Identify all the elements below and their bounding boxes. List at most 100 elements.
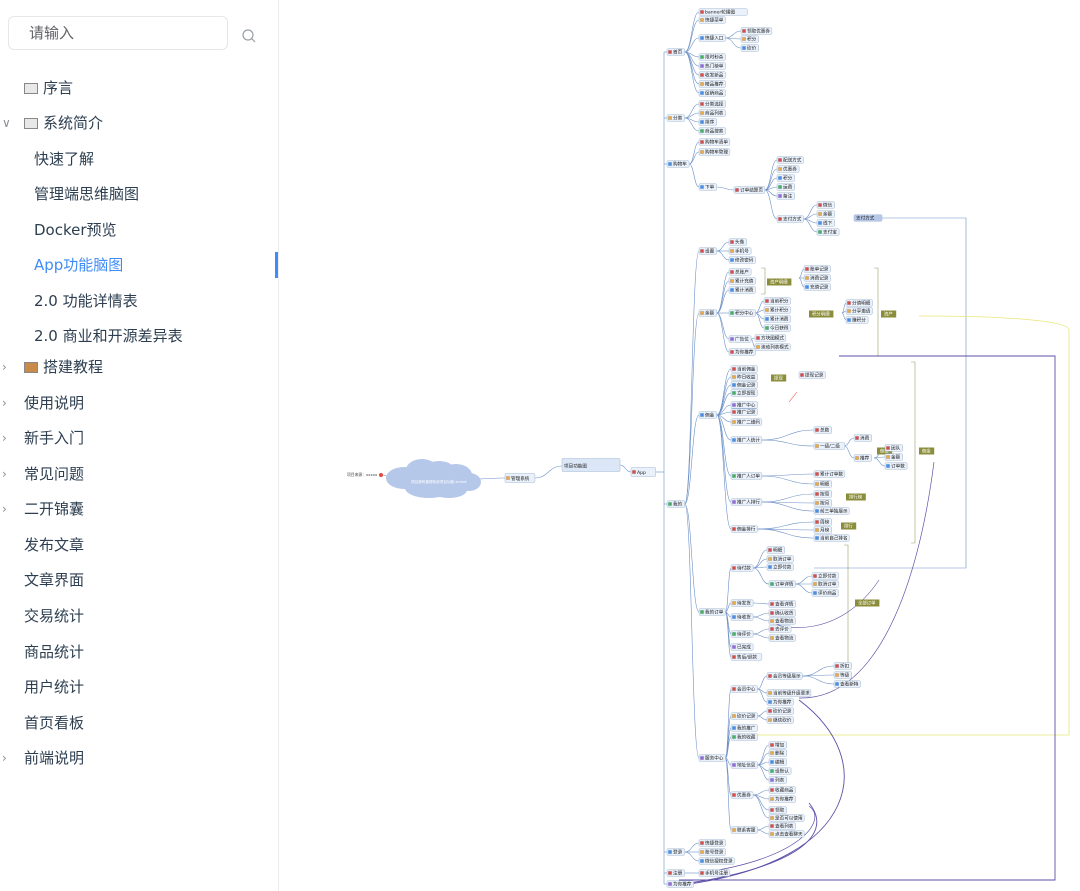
fav-item-1[interactable]: 为你推荐 (768, 795, 796, 803)
app-mindmap[interactable]: 项目来源：xxxxx项目源有管理系统项目功能.xmind管理系统项目功能图App… (279, 0, 1080, 891)
home-item-7[interactable]: 促销商品 (698, 89, 726, 97)
bargain-item-0[interactable]: 砍价记录 (766, 707, 794, 715)
commission-item-3[interactable]: 立即提现 (730, 389, 758, 397)
fav-item-0[interactable]: 收藏商品 (768, 786, 796, 794)
balance-item-1[interactable]: 累计充值 (728, 277, 756, 285)
sidebar-item-faq[interactable]: ›常见问题 (0, 460, 279, 488)
category-item-3[interactable]: 商品搜索 (698, 127, 726, 135)
node-register[interactable]: 注册 (666, 869, 685, 877)
vip-level-0[interactable]: 折扣 (833, 662, 852, 670)
commission-rank-2[interactable]: 当前自己排名 (813, 534, 850, 542)
points-right-2[interactable]: 赚积分 (845, 316, 869, 324)
order-recv-0[interactable]: 确认收货 (768, 609, 796, 617)
cloud-node[interactable]: 项目源有管理系统项目功能.xmind (386, 459, 481, 498)
home-entry-2[interactable]: 砍价 (740, 44, 759, 52)
order-detail[interactable]: 订单详情 (768, 580, 796, 588)
commission-rank-1[interactable]: 月榜 (813, 526, 832, 534)
service-item-5[interactable]: 优惠券 (730, 791, 754, 799)
service-item-4[interactable]: 地址信息 (730, 761, 758, 769)
order-eval-0[interactable]: 去评价 (768, 625, 792, 633)
sidebar-item-dev-tips[interactable]: ›二开锦囊 (0, 495, 279, 523)
order-pay-2[interactable]: 立即付款 (766, 563, 794, 571)
cart-order-item-0[interactable]: 配送方式 (776, 156, 804, 164)
order-recv-1[interactable]: 查看物流 (768, 617, 796, 625)
home-item-6[interactable]: 精品推荐 (698, 80, 726, 88)
points-item-0[interactable]: 当前积分 (763, 297, 791, 305)
balance-right-1[interactable]: 消费记录 (803, 274, 831, 282)
home-item-5[interactable]: 收发新品 (698, 71, 726, 79)
category-item-0[interactable]: 分类选择 (698, 100, 726, 108)
cart-item-1[interactable]: 购物车管理 (698, 148, 731, 156)
promoter-sort2-0[interactable]: 团队 (884, 444, 903, 452)
register-item-0[interactable]: 手机号注册 (698, 869, 731, 877)
search-input[interactable]: 请输入 (8, 16, 228, 50)
points-item-1[interactable]: 累计积分 (763, 306, 791, 314)
ads-item-1[interactable]: 滚动列表模式 (754, 343, 791, 351)
node-home[interactable]: 首页 (666, 48, 685, 56)
home-entry-1[interactable]: 积分 (740, 35, 759, 43)
commission-rank-0[interactable]: 周榜 (813, 518, 832, 526)
settings-item-1[interactable]: 手机号 (728, 247, 752, 255)
order-detail-item-0[interactable]: 立即付款 (811, 572, 839, 580)
home-entry-0[interactable]: 领取优惠券 (740, 27, 773, 35)
address-item-0[interactable]: 增加 (768, 741, 787, 749)
home-item-1[interactable]: 快捷菜单 (698, 16, 726, 24)
promoter-stat-0[interactable]: 总数 (813, 426, 832, 434)
commission-item-8[interactable]: 推广人订单 (730, 472, 763, 480)
address-item-4[interactable]: 列表 (768, 776, 787, 784)
commission-item-4[interactable]: 推广中心 (730, 401, 758, 409)
vip-level-1[interactable]: 等级 (833, 671, 852, 679)
withdraw-record[interactable]: 提现记录 (798, 371, 826, 379)
promoter-rank-1[interactable]: 按月 (813, 499, 832, 507)
sidebar-item-feature-table[interactable]: 2.0 功能详情表 (34, 287, 313, 315)
order-eval-1[interactable]: 查看物流 (768, 634, 796, 642)
node-mine[interactable]: 我的 (666, 500, 685, 508)
cart-order-node[interactable]: 订单结算页 (733, 186, 766, 194)
address-item-1[interactable]: 删除 (768, 749, 787, 757)
node-recommend[interactable]: 为你推荐 (666, 880, 694, 888)
login-item-2[interactable]: 微信授权登录 (698, 857, 735, 865)
promoter-sort-1[interactable]: 推荐 (853, 454, 872, 462)
node-cart[interactable]: 购物车 (666, 160, 690, 168)
balance-right-0[interactable]: 账单记录 (803, 265, 831, 273)
promoter-sort2-1[interactable]: 金额 (884, 453, 903, 461)
promoter-order-0[interactable]: 累计订单数 (813, 470, 846, 478)
pay-tag-node[interactable]: 支付方式 (853, 214, 883, 222)
sidebar-item-quick-start[interactable]: 快速了解 (34, 145, 313, 173)
mine-item-1[interactable]: 余额 (698, 309, 717, 317)
sidebar-item-publish-article[interactable]: 发布文章 (24, 531, 303, 559)
promoter-stat-1[interactable]: 一级/二级 (813, 442, 846, 450)
cart-item-2[interactable]: 下单 (698, 183, 717, 191)
category-item-2[interactable]: 排序 (698, 118, 717, 126)
cart-order-item-2[interactable]: 积分 (776, 174, 795, 182)
order-detail-item-1[interactable]: 取消订单 (811, 580, 839, 588)
login-item-1[interactable]: 账号登录 (698, 848, 726, 856)
commission-item-2[interactable]: 佣金记录 (730, 381, 758, 389)
sidebar-item-article-ui[interactable]: 文章界面 (24, 566, 303, 594)
service-item-3[interactable]: 我的收藏 (730, 733, 758, 741)
vip-item-0[interactable]: 会员等级展示 (766, 672, 803, 680)
mine-item-0[interactable]: 设置 (698, 247, 717, 255)
order-detail-item-2[interactable]: 评价商品 (811, 589, 839, 597)
service-chat-0[interactable]: 查看列表 (768, 822, 796, 830)
sidebar-item-commercial-diff[interactable]: 2.0 商业和开源差异表 (34, 322, 313, 350)
sidebar-item-setup[interactable]: › 搭建教程 (0, 353, 279, 381)
service-chat-1[interactable]: 点击查看聊天 (768, 830, 805, 838)
home-item-3[interactable]: 限时秒杀 (698, 53, 726, 61)
cart-item-0[interactable]: 购物车清单 (698, 138, 731, 146)
balance-item-2[interactable]: 累计消费 (728, 286, 756, 294)
promoter-sort2-2[interactable]: 订单数 (884, 462, 908, 470)
admin-node[interactable]: 管理系统 (504, 473, 536, 483)
sidebar-item-frontend[interactable]: ›前端说明 (0, 744, 279, 772)
home-item-2[interactable]: 快捷入口 (698, 34, 726, 42)
cart-order-item-1[interactable]: 优惠券 (776, 165, 800, 173)
node-category[interactable]: 分类 (666, 114, 685, 122)
settings-item-0[interactable]: 头像 (728, 238, 747, 246)
commission-item-6[interactable]: 推广二维码 (730, 418, 763, 426)
points-item-3[interactable]: 今日获得 (763, 324, 791, 332)
address-item-2[interactable]: 编辑 (768, 758, 787, 766)
order-pay-0[interactable]: 明细 (766, 546, 785, 554)
commission-item-5[interactable]: 推广记录 (730, 408, 758, 416)
order-item-0[interactable]: 待付款 (730, 564, 754, 572)
sidebar-item-usage[interactable]: ›使用说明 (0, 389, 279, 417)
